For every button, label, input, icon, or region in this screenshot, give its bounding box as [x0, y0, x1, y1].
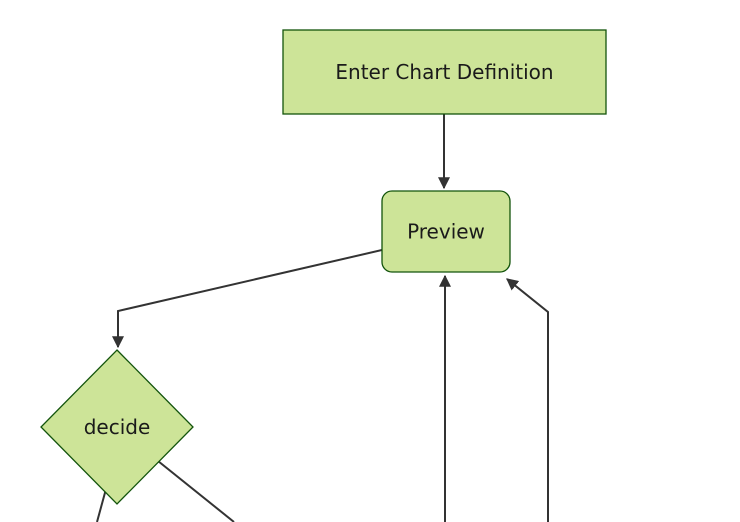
edge-preview-to-decide — [112, 249, 383, 349]
edges-layer — [96, 114, 549, 522]
edge-decide-to-offscreen-bottom-right — [157, 460, 235, 522]
edge-from-offscreen-bottom-right-to-preview — [506, 278, 549, 522]
node-decide-shape — [40, 349, 194, 505]
node-enter-chart-definition: Enter Chart Definition — [282, 29, 607, 115]
node-preview-label: Preview — [407, 220, 485, 244]
node-enter-chart-definition-label: Enter Chart Definition — [335, 60, 553, 84]
node-preview: Preview — [381, 190, 511, 273]
node-decide: decide — [40, 349, 194, 505]
edge-decide-to-offscreen-bottom-left — [96, 488, 107, 522]
node-enter-chart-definition-shape — [282, 29, 607, 115]
nodes-layer: Enter Chart Definition Preview decide — [40, 29, 607, 505]
node-decide-label: decide — [84, 415, 151, 439]
node-preview-shape — [381, 190, 511, 273]
